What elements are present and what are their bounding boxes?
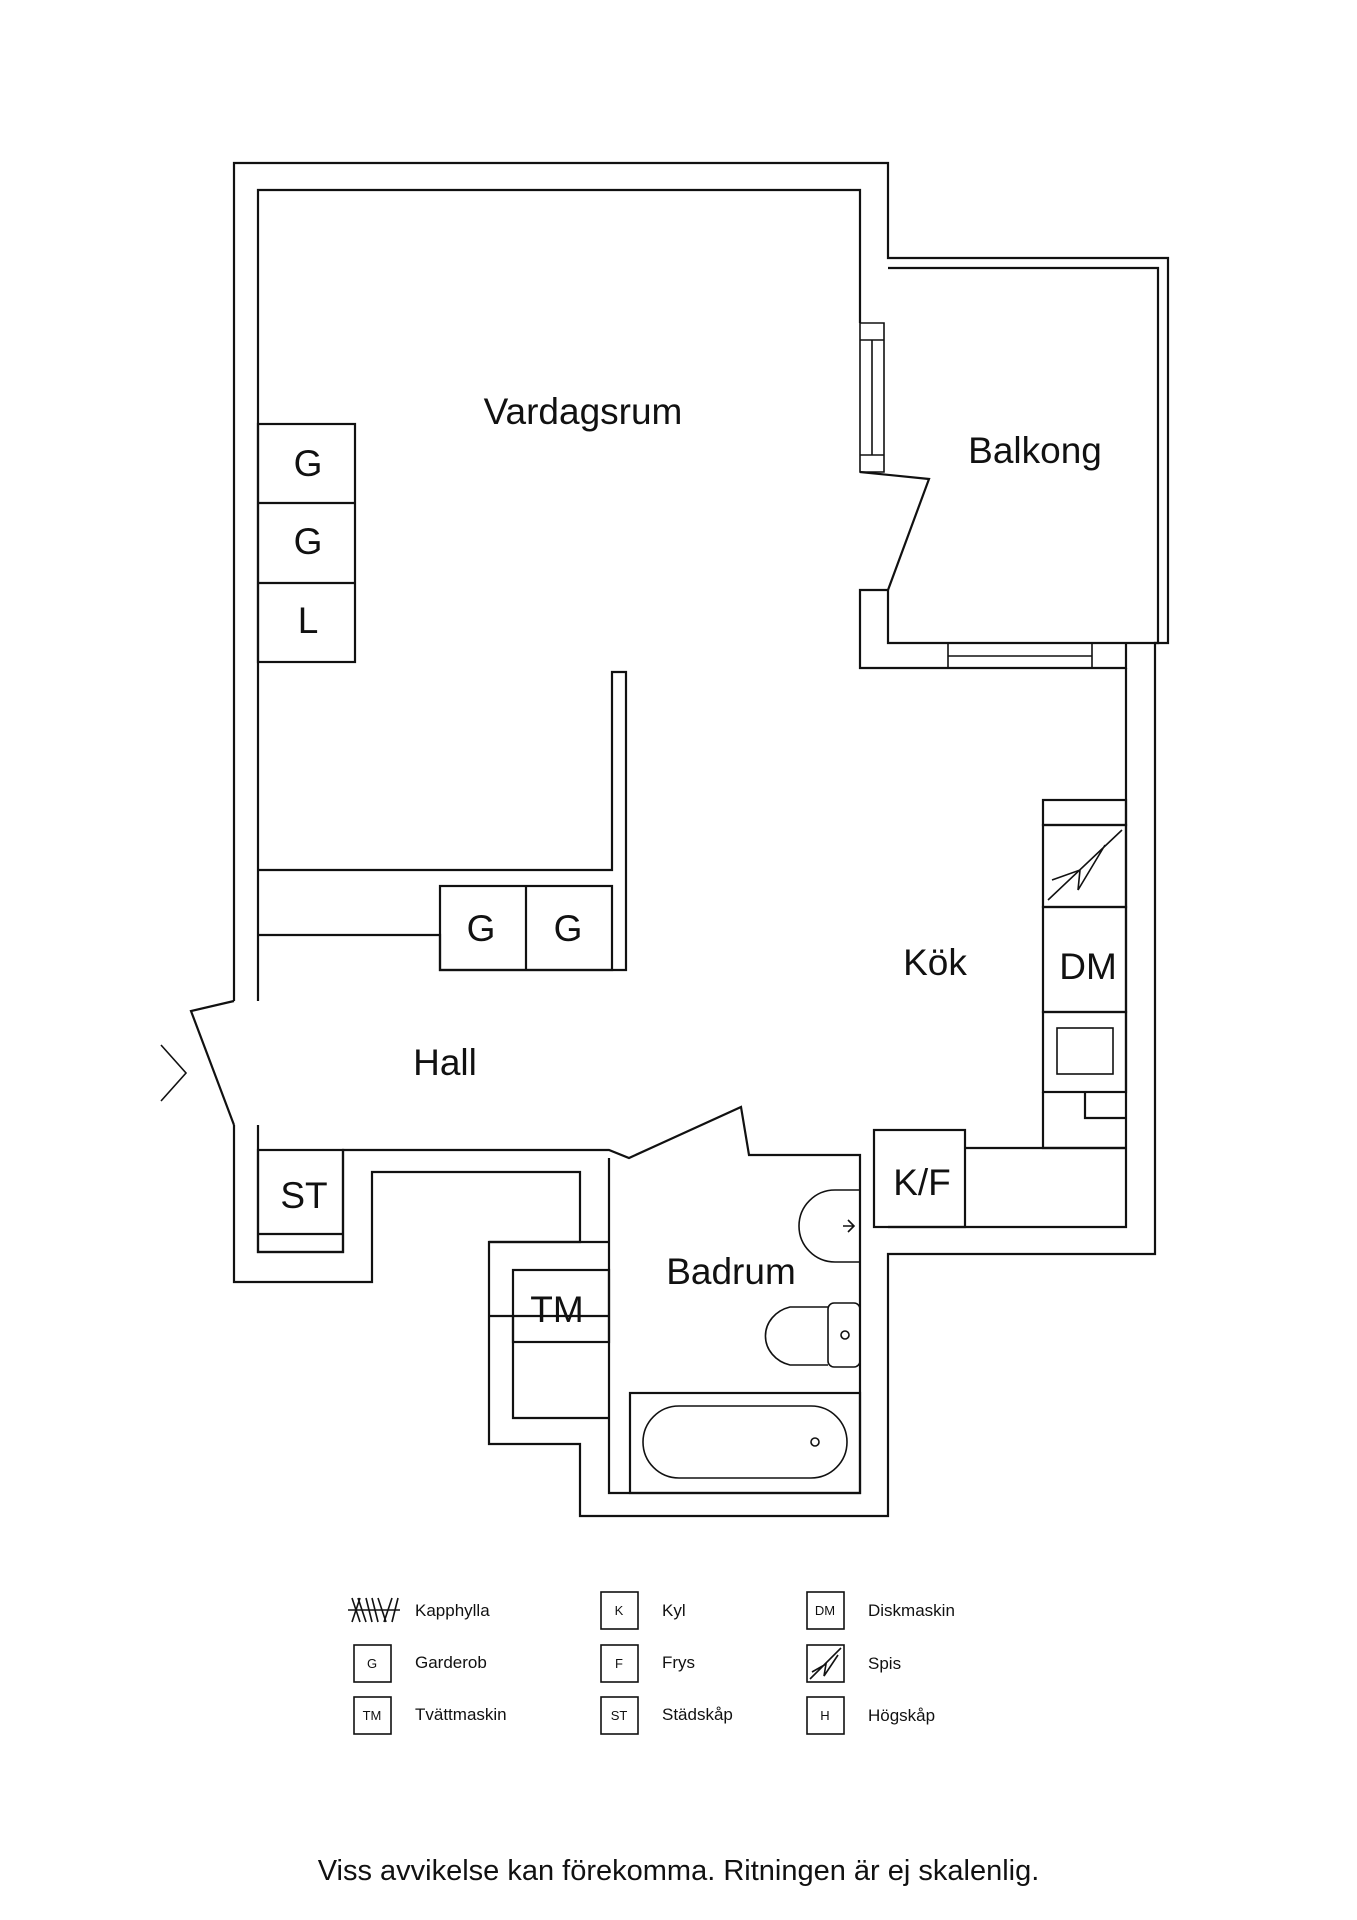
counter-top <box>1041 798 1128 827</box>
legend-item-stadskap: ST Städskåp <box>600 1696 733 1735</box>
legend-code: G <box>367 1656 377 1671</box>
unit-labels: G G L G G DM K/F ST TM <box>280 443 1116 1330</box>
legend-label: Frys <box>662 1653 695 1672</box>
room-label-balkong: Balkong <box>968 430 1102 471</box>
legend-label: Städskåp <box>662 1705 733 1724</box>
legend-label: Högskåp <box>868 1706 935 1725</box>
fixtures <box>256 422 1128 1495</box>
outer-wall-living <box>232 161 1170 1518</box>
bathtub-icon <box>642 1405 848 1479</box>
fridge-freezer-label: K/F <box>893 1162 951 1203</box>
toilet-bowl-icon <box>764 1306 828 1366</box>
legend-code: H <box>820 1708 829 1723</box>
toilet-tank-icon <box>827 1302 861 1368</box>
washing-machine-box <box>511 1268 611 1344</box>
coat-rack-icon <box>348 1597 400 1623</box>
disclaimer-text: Viss avvikelse kan förekomma. Ritningen … <box>317 1855 1040 1887</box>
legend-box <box>806 1696 845 1735</box>
fridge-freezer-box <box>872 1128 967 1229</box>
room-label-vardagsrum: Vardagsrum <box>484 391 683 432</box>
bathtub-outline <box>628 1391 862 1495</box>
legend-box <box>600 1591 639 1630</box>
balcony-outline <box>886 266 1160 645</box>
legend-item-spis: Spis <box>806 1644 901 1683</box>
dishwasher-label: DM <box>1059 946 1117 987</box>
legend-label: Tvättmaskin <box>415 1705 507 1724</box>
entrance-arrow-icon <box>160 1044 188 1102</box>
cleaning-cabinet-label: ST <box>280 1175 327 1216</box>
legend-label: Diskmaskin <box>868 1601 955 1620</box>
legend-code: ST <box>611 1708 628 1723</box>
wardrobe-label: G <box>294 443 323 484</box>
shower-arrow-icon <box>843 1219 856 1233</box>
legend-item-frys: F Frys <box>600 1644 695 1683</box>
kitchen-lower-counter <box>1041 1092 1126 1150</box>
legend-box <box>600 1696 639 1735</box>
wardrobe-label: G <box>467 908 496 949</box>
legend-label: Kyl <box>662 1601 686 1620</box>
stove-icon <box>806 1644 845 1683</box>
legend-item-hogskap: H Högskåp <box>806 1696 935 1735</box>
legend-code: K <box>615 1603 624 1618</box>
room-label-badrum: Badrum <box>666 1251 796 1292</box>
legend-item-kyl: K Kyl <box>600 1591 686 1630</box>
laundry-alcove <box>489 1240 609 1420</box>
legend-label: Garderob <box>415 1653 487 1672</box>
cleaning-cabinet-box <box>256 1148 345 1254</box>
legend-box <box>353 1644 392 1683</box>
legend-box <box>600 1644 639 1683</box>
walls <box>160 161 1170 1518</box>
stove-icon <box>1047 829 1123 901</box>
linen-label: L <box>298 600 319 641</box>
room-label-hall: Hall <box>413 1042 477 1083</box>
legend-item-kapphylla: Kapphylla <box>348 1597 490 1623</box>
washing-machine-label: TM <box>530 1289 583 1330</box>
wardrobe-label: G <box>554 908 583 949</box>
inner-wall-living <box>256 188 862 1001</box>
legend-box <box>353 1696 392 1735</box>
sink-icon <box>1056 1027 1114 1075</box>
legend-label: Kapphylla <box>415 1601 490 1620</box>
legend-code: DM <box>815 1603 835 1618</box>
legend-item-diskmaskin: DM Diskmaskin <box>806 1591 955 1630</box>
balcony-rail <box>947 643 1093 668</box>
legend-code: TM <box>363 1708 382 1723</box>
bathtub-drain-icon <box>810 1437 820 1447</box>
legend-item-garderob: G Garderob <box>353 1644 487 1683</box>
window-living <box>859 322 885 473</box>
legend-label: Spis <box>868 1654 901 1673</box>
balcony-door <box>858 470 1128 670</box>
wardrobe-label: G <box>294 521 323 562</box>
entrance-door <box>189 999 236 1126</box>
legend: Kapphylla G Garderob TM Tvättmaskin K Ky… <box>348 1591 955 1735</box>
legend-code: F <box>615 1656 623 1671</box>
legend-box <box>806 1591 845 1630</box>
shower-icon <box>798 1189 860 1263</box>
stove-icon-lines <box>809 1647 842 1680</box>
room-label-kok: Kök <box>903 942 967 983</box>
toilet-flush-icon <box>840 1330 850 1340</box>
wardrobe-stack <box>256 422 357 664</box>
legend-item-tvattmaskin: TM Tvättmaskin <box>353 1696 507 1735</box>
room-labels: Vardagsrum Balkong Kök Hall Badrum <box>413 391 1102 1292</box>
